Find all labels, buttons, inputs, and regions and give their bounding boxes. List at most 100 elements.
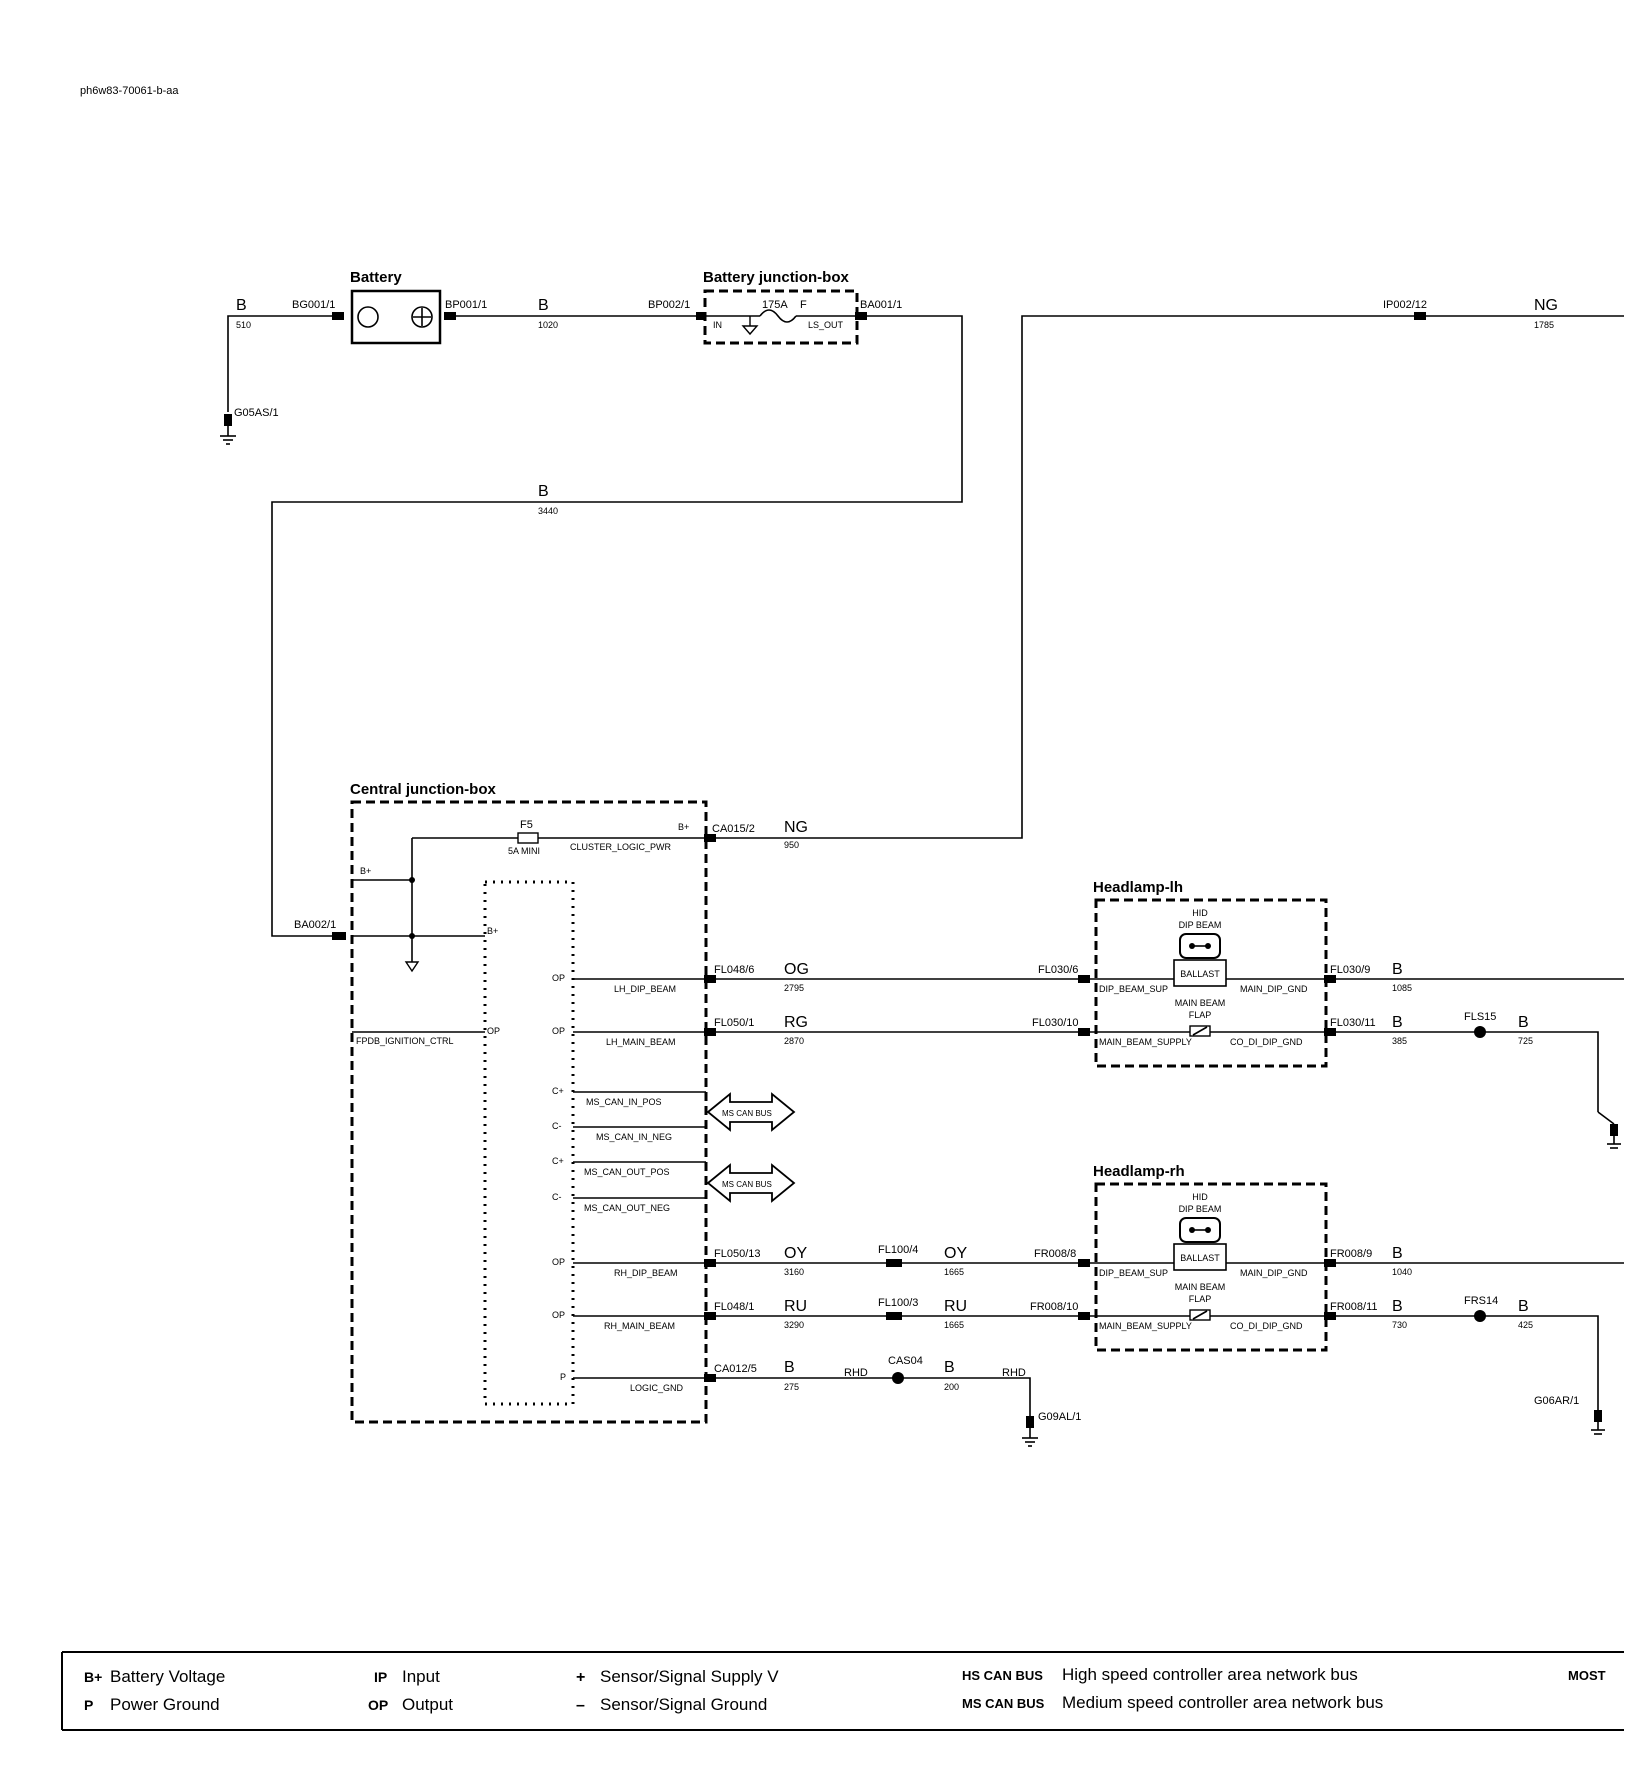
document-id: ph6w83-70061-b-aa xyxy=(80,85,179,97)
ground-arrow-icon xyxy=(741,316,759,336)
wire-color: NG xyxy=(784,819,808,836)
wire-size: 1085 xyxy=(1392,983,1412,993)
wire-color: B xyxy=(1392,1245,1403,1262)
connector-g06ar-label: G06AR/1 xyxy=(1534,1395,1579,1407)
wire-lh-co-di-dip-gnd xyxy=(1326,1031,1599,1112)
pin-fpdb-ignition-ctrl: FPDB_IGNITION_CTRL xyxy=(356,1036,454,1046)
connector-fl030-9 xyxy=(1324,975,1336,983)
legend-code: MOST xyxy=(1568,1668,1606,1683)
hid-bulb-icon xyxy=(1179,933,1221,959)
svg-text:CO_DI_DIP_GND: CO_DI_DIP_GND xyxy=(1230,1321,1303,1331)
svg-text:MS_CAN_OUT_POS: MS_CAN_OUT_POS xyxy=(584,1167,670,1177)
wire-color: B xyxy=(1392,1298,1403,1315)
ballast-icon xyxy=(1173,959,1227,987)
svg-text:OP: OP xyxy=(552,1026,565,1036)
wire-size: 510 xyxy=(236,320,251,330)
connector-bg001 xyxy=(332,312,344,320)
legend-code: B+ xyxy=(84,1669,102,1685)
splice-frs14 xyxy=(1474,1310,1486,1322)
legend-text: Sensor/Signal Ground xyxy=(600,1695,767,1714)
connector-fl030-11 xyxy=(1324,1028,1336,1036)
connector-bg001-label: BG001/1 xyxy=(292,299,335,311)
hid-bulb-icon xyxy=(1179,1217,1221,1243)
ground-icon xyxy=(1022,1428,1038,1447)
svg-text:C-: C- xyxy=(552,1121,562,1131)
wire-color: B xyxy=(1518,1014,1529,1031)
svg-text:FLAP: FLAP xyxy=(1189,1010,1212,1020)
connector-ip002-label: IP002/12 xyxy=(1383,299,1427,311)
wire-color: B xyxy=(944,1359,955,1376)
junction-dot xyxy=(409,933,415,939)
connector-bp001-label: BP001/1 xyxy=(445,299,487,311)
fuse-f5-label: F5 xyxy=(520,819,533,831)
pin-bplus: B+ xyxy=(360,866,371,876)
connector-fl050-13 xyxy=(704,1259,716,1267)
wire-size: 425 xyxy=(1518,1320,1533,1330)
svg-text:BALLAST: BALLAST xyxy=(1180,1253,1220,1263)
splice-fls15 xyxy=(1474,1026,1486,1038)
connector-fl100-3 xyxy=(886,1312,902,1320)
central-junction-box xyxy=(350,800,708,1424)
connector-fl100-4 xyxy=(886,1259,902,1267)
connector-fl030-6-label: FL030/6 xyxy=(1038,964,1078,976)
connector-ba002 xyxy=(332,932,346,940)
fuse-f5-rating: 5A MINI xyxy=(508,846,540,856)
headlamp-rh-internals: HID DIP BEAM BALLAST MAIN BEAM FLAP DIP_… xyxy=(1096,1192,1326,1331)
wire-rh-co-di-dip-gnd xyxy=(1326,1315,1599,1418)
wire-size: 3290 xyxy=(784,1320,804,1330)
wire-size: 1665 xyxy=(944,1267,964,1277)
svg-text:OP: OP xyxy=(552,973,565,983)
ground-arrow-icon xyxy=(404,961,420,973)
splice-fls15-label: FLS15 xyxy=(1464,1011,1496,1023)
connector-fr008-8 xyxy=(1078,1259,1090,1267)
wire-size: 1665 xyxy=(944,1320,964,1330)
connector-g09al xyxy=(1026,1416,1034,1428)
legend-text: Medium speed controller area network bus xyxy=(1062,1693,1383,1712)
legend-code: – xyxy=(576,1697,585,1714)
connector-bp001 xyxy=(444,312,456,320)
ground-icon xyxy=(1597,1111,1621,1149)
connector-ba002-label: BA002/1 xyxy=(294,919,336,931)
legend-text: Output xyxy=(402,1695,453,1714)
svg-text:LOGIC_GND: LOGIC_GND xyxy=(630,1383,684,1393)
wire-color: RU xyxy=(944,1298,967,1315)
svg-text:MAIN BEAM: MAIN BEAM xyxy=(1175,998,1226,1008)
connector-fl050-1-label: FL050/1 xyxy=(714,1017,754,1029)
connector-fl030-9-label: FL030/9 xyxy=(1330,964,1370,976)
connector-fl100-3-label: FL100/3 xyxy=(878,1297,918,1309)
legend-text: High speed controller area network bus xyxy=(1062,1665,1358,1684)
pin-cluster-logic-pwr: CLUSTER_LOGIC_PWR xyxy=(570,842,672,852)
connector-fr008-9 xyxy=(1324,1259,1336,1267)
connector-fr008-10-label: FR008/10 xyxy=(1030,1301,1078,1313)
svg-text:RH_MAIN_BEAM: RH_MAIN_BEAM xyxy=(604,1321,675,1331)
connector-fl100-4-label: FL100/4 xyxy=(878,1244,918,1256)
ms-can-bus-out-arrow-icon: MS CAN BUS xyxy=(706,1163,796,1203)
connector-fl048-1 xyxy=(704,1312,716,1320)
wire-cluster-logic-pwr xyxy=(710,315,1624,839)
rhd-label: RHD xyxy=(1002,1367,1026,1379)
wire-size: 2795 xyxy=(784,983,804,993)
cjb-internal-module xyxy=(483,880,575,1406)
svg-text:MAIN_BEAM_SUPPLY: MAIN_BEAM_SUPPLY xyxy=(1099,1037,1192,1047)
fuse-f5-icon xyxy=(517,832,539,844)
svg-text:MAIN_DIP_GND: MAIN_DIP_GND xyxy=(1240,984,1308,994)
connector-ba001-label: BA001/1 xyxy=(860,299,902,311)
wire-logic-gnd xyxy=(706,1377,1031,1420)
rhd-label: RHD xyxy=(844,1367,868,1379)
ground-icon xyxy=(1591,1410,1605,1435)
pin-ls-out: LS_OUT xyxy=(808,320,844,330)
wire-size: 1020 xyxy=(538,320,558,330)
wire-color: OY xyxy=(784,1245,807,1262)
wire-color: B xyxy=(1392,961,1403,978)
wire-size: 1785 xyxy=(1534,320,1554,330)
legend-code: OP xyxy=(368,1697,388,1713)
wire-color: B xyxy=(1392,1014,1403,1031)
connector-ca015 xyxy=(704,834,716,842)
wire-color: OG xyxy=(784,961,809,978)
connector-fl030-11-label: FL030/11 xyxy=(1330,1017,1376,1029)
connector-fr008-11 xyxy=(1324,1312,1336,1320)
fuse-175a-icon xyxy=(759,309,797,323)
svg-text:MAIN_BEAM_SUPPLY: MAIN_BEAM_SUPPLY xyxy=(1099,1321,1192,1331)
connector-fr008-8-label: FR008/8 xyxy=(1034,1248,1076,1260)
